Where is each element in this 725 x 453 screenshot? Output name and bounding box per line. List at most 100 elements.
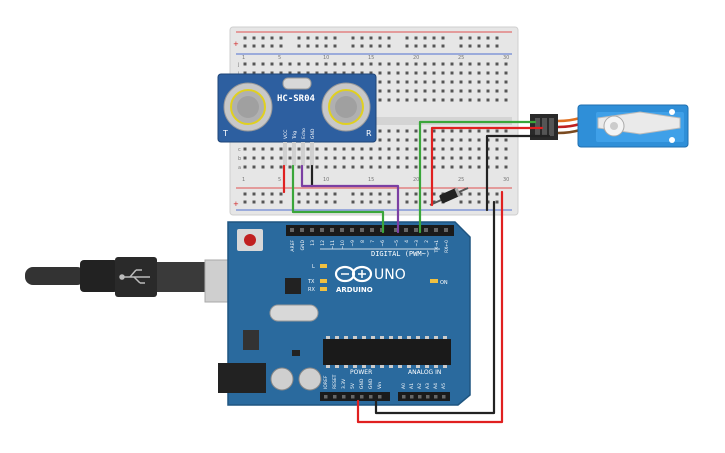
sensor-crystal (282, 77, 312, 90)
analog-pin-label: A4 (433, 383, 439, 389)
analog-pin-label: A5 (441, 383, 447, 389)
breadboard-number: 20 (413, 177, 419, 183)
power-pin-label: GND (359, 378, 365, 389)
analog-pin-label: A3 (425, 383, 431, 389)
led-l (320, 264, 327, 268)
power-jack[interactable] (218, 363, 266, 393)
led-tx (320, 279, 327, 283)
breadboard-number: 10 (323, 177, 329, 183)
arduino-logo-icon (334, 265, 373, 283)
digital-pin-label: 2 (424, 240, 430, 243)
usb-icon (119, 269, 150, 284)
sensor-r-mark: R (366, 129, 372, 138)
capacitor (270, 367, 294, 391)
led-tx-label: TX (307, 279, 315, 285)
power-pin-label: 5V (350, 382, 356, 389)
power-header (320, 392, 390, 401)
on-label: ON (440, 280, 448, 286)
wire-echo[interactable] (300, 164, 400, 234)
analog-label: ANALOG IN (408, 369, 441, 376)
digital-pin-label: 13 (310, 240, 316, 246)
digital-pin-label: AREF (290, 240, 296, 252)
breadboard-number: 1 (242, 55, 245, 61)
analog-pin-label: A0 (401, 383, 407, 389)
breadboard-letter: b (238, 156, 241, 162)
breadboard-number: 30 (503, 177, 509, 183)
breadboard-number: 5 (278, 55, 281, 61)
power-label: POWER (350, 369, 372, 376)
diode[interactable] (429, 187, 469, 206)
arduino-brand: ARDUINO (336, 286, 373, 294)
power-pin-label: 3.3V (341, 378, 347, 389)
digital-pin-label: ~11 (330, 240, 336, 250)
breadboard-letter: c (238, 147, 241, 153)
arduino-model: UNO (374, 267, 406, 283)
digital-pin-label: ~10 (340, 240, 346, 250)
sensor-pin-label: GND (310, 128, 316, 139)
servo-shaft-icon (610, 122, 618, 130)
digital-pin-label: ~9 (350, 240, 356, 247)
digital-pin-label: 8 (360, 240, 366, 243)
analog-header (398, 392, 450, 401)
servo-motor[interactable] (530, 104, 689, 148)
analog-pin-label: A2 (417, 383, 423, 389)
regulator (243, 330, 259, 350)
breadboard-number: 10 (323, 55, 329, 61)
led-rx-label: RX (308, 287, 315, 293)
led-rx (320, 287, 327, 291)
wires (282, 120, 551, 424)
digital-pin-label: TX→1 (434, 240, 440, 254)
sensor-pins (283, 142, 314, 166)
wire-servo-gnd[interactable] (485, 134, 551, 212)
breadboard-number: 30 (503, 55, 509, 61)
sensor-t-mark: T (222, 129, 228, 138)
rail-plus-mark-bottom: + (233, 200, 239, 208)
wire-servo-signal[interactable] (418, 120, 537, 234)
capacitor (298, 367, 322, 391)
digital-pin-label: 4 (404, 240, 410, 243)
wire-servo-power[interactable] (430, 126, 544, 207)
arduino-uno-board[interactable]: AREF GND 13 12 ~11 ~10 ~9 8 7 ~6 ~5 4 ~3 2 TX→1 RX←0 DI… (218, 221, 471, 406)
digital-pin-label: 7 (370, 240, 376, 243)
usb-chip (285, 278, 301, 294)
breadboard-letter: j (237, 62, 239, 68)
breadboard-number: 15 (368, 177, 374, 183)
analog-pin-label: A1 (409, 383, 415, 389)
rail-plus-mark: + (233, 40, 239, 48)
led-l-label: L (312, 264, 315, 270)
power-pin-label: GND (368, 378, 374, 389)
breadboard-letter: a (238, 165, 241, 171)
digital-pin-label: ~5 (394, 240, 400, 247)
led-on (430, 279, 438, 283)
crystal (269, 304, 319, 322)
wire-trig[interactable] (291, 164, 385, 234)
digital-pin-label: ~6 (380, 240, 386, 247)
wire-gnd[interactable] (374, 200, 496, 415)
power-pin-label: IOREF (323, 375, 329, 389)
atmega-chip (323, 339, 451, 365)
sensor-pin-label: Echo (301, 128, 307, 139)
breadboard-number: 1 (242, 177, 245, 183)
sensor-transmitter (223, 82, 273, 132)
reset-button-cap[interactable] (244, 234, 256, 246)
digital-pin-label: ~3 (414, 240, 420, 247)
sensor-receiver (321, 82, 371, 132)
wire-5v[interactable] (356, 190, 504, 424)
breadboard-number: 25 (458, 55, 464, 61)
sensor-pin-label: VCC (283, 130, 289, 139)
breadboard-number: 25 (458, 177, 464, 183)
sensor-pin-label: Trig (292, 131, 298, 140)
sensor-model: HC-SR04 (277, 94, 316, 104)
power-pin-label: RESET (332, 374, 338, 389)
digital-pin-label: RX←0 (444, 240, 450, 253)
breadboard-number: 20 (413, 55, 419, 61)
digital-label: DIGITAL (PWM~) (371, 250, 430, 258)
power-pin-label: Vin (377, 382, 383, 389)
digital-pin-label: 12 (320, 240, 326, 246)
